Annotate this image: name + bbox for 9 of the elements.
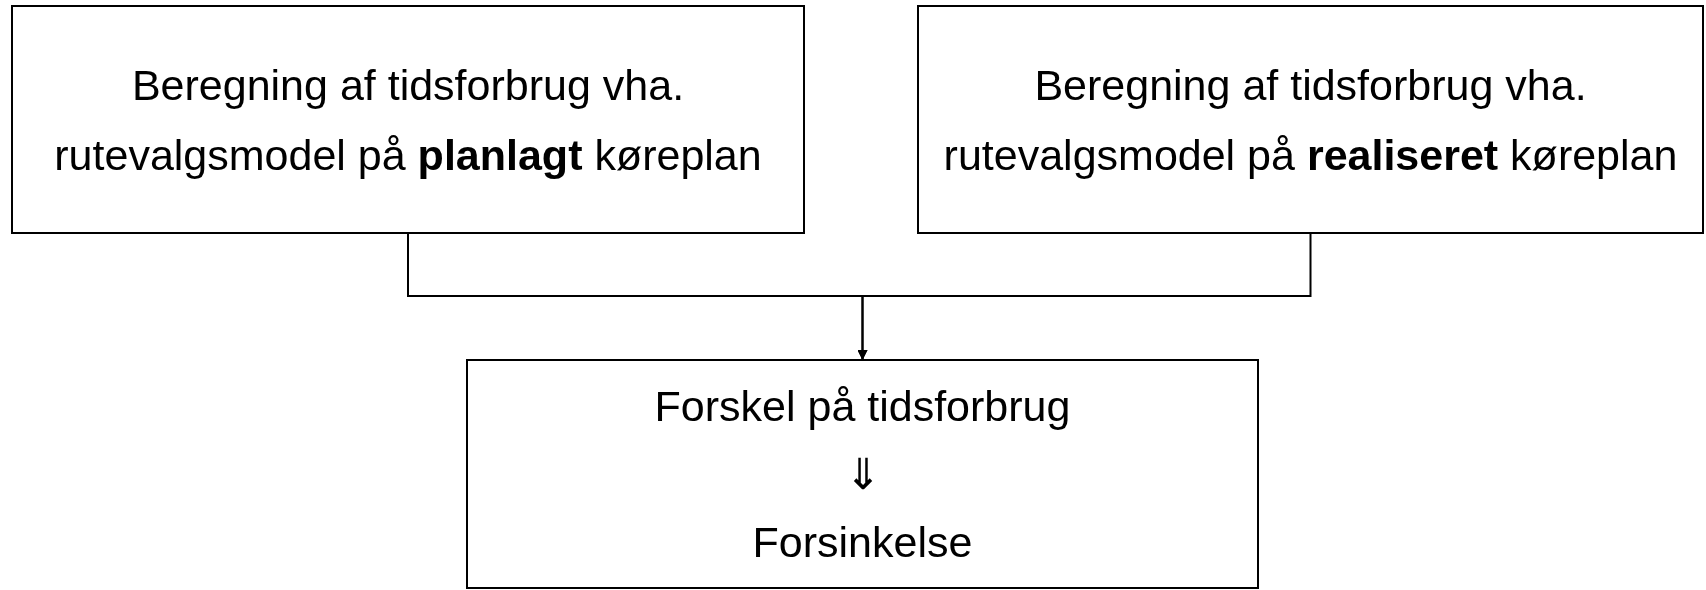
process-box xyxy=(917,5,1704,234)
box-text: ⇓ xyxy=(844,449,881,500)
box-text: Beregning af tidsforbrug vha. rutevalgsmodel på planlagt køreplan xyxy=(53,59,763,181)
connector-arrow xyxy=(857,233,1312,360)
box-text: Forskel på tidsforbrug xyxy=(654,381,1071,432)
box-text: Forsinkelse xyxy=(752,517,973,568)
process-box xyxy=(466,359,1259,589)
process-box xyxy=(11,5,805,234)
box-text: Beregning af tidsforbrug vha. rutevalgsmodel på realiseret køreplan xyxy=(942,59,1679,181)
